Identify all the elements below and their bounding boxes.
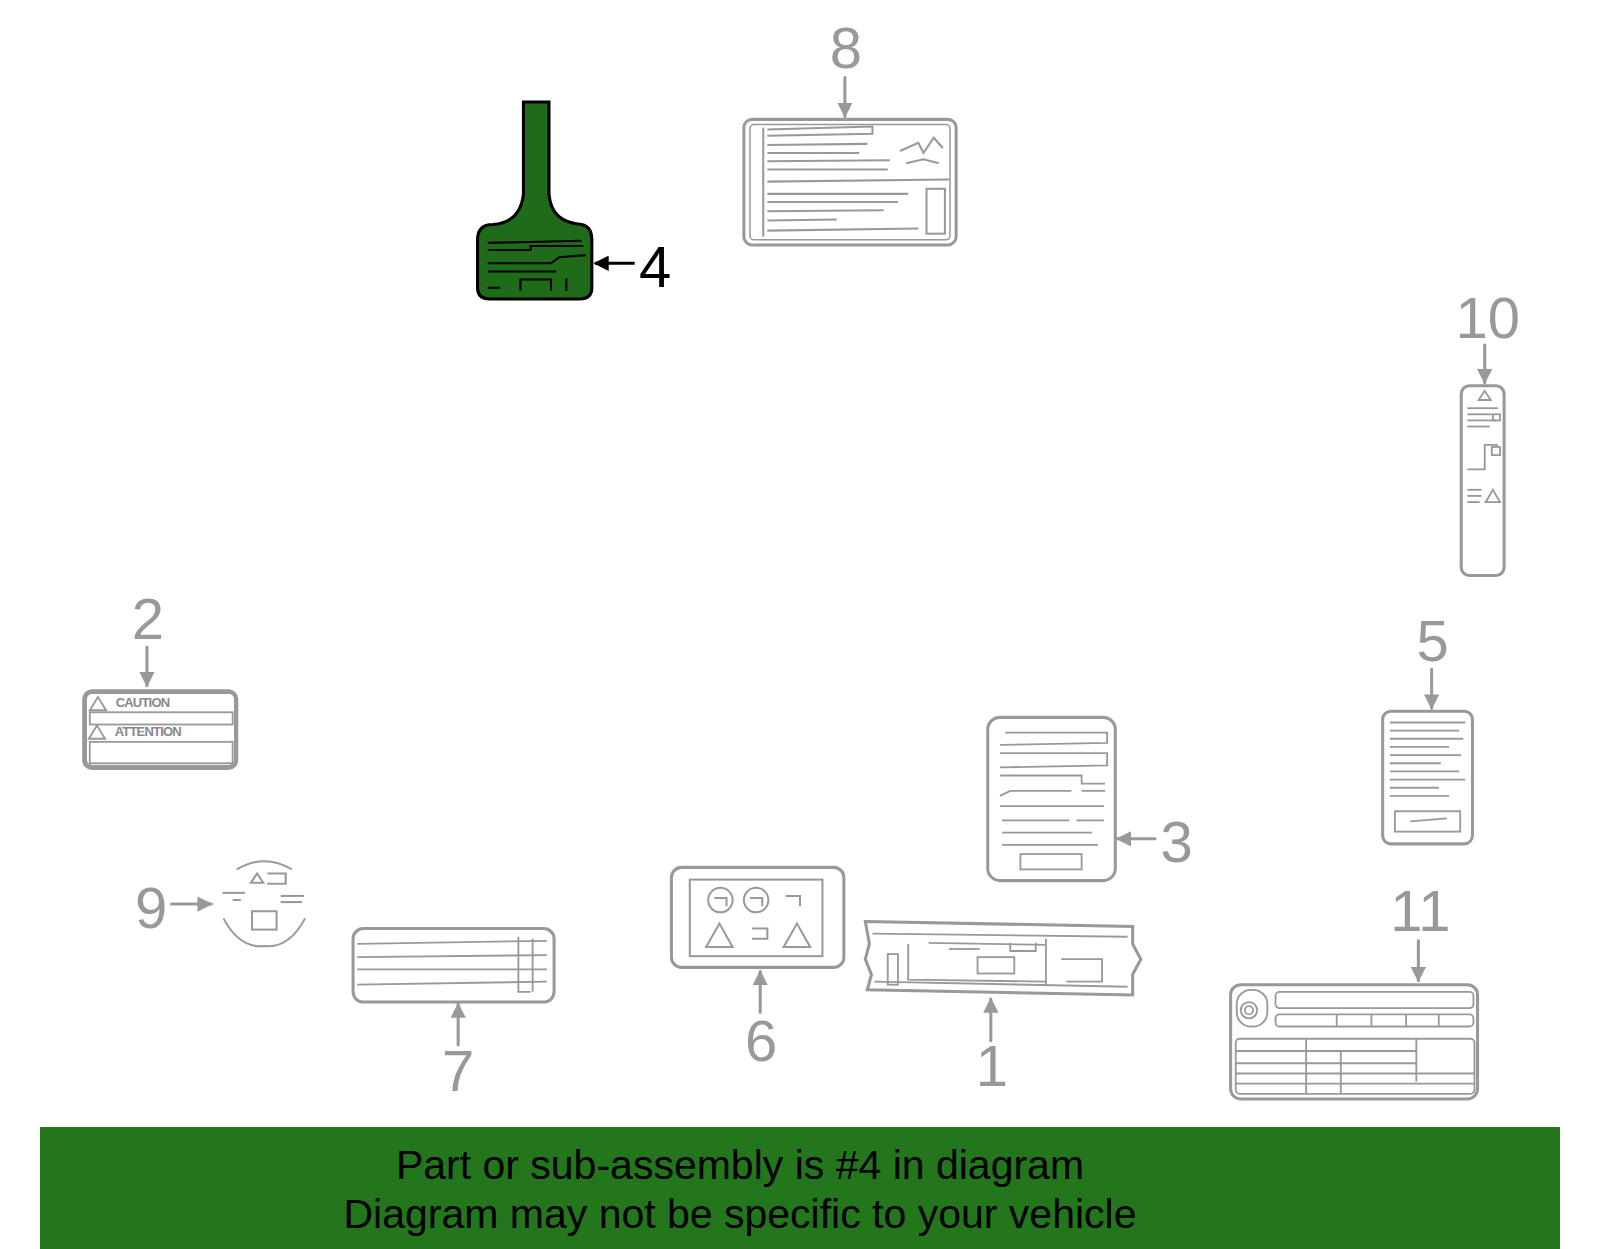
info-banner: Part or sub-assembly is #4 in diagramDia… xyxy=(40,1127,1560,1249)
label-outlines xyxy=(84,119,1504,1099)
banner-line: Diagram may not be specific to your vehi… xyxy=(40,1190,1440,1239)
banner-line: Part or sub-assembly is #4 in diagram xyxy=(40,1141,1440,1190)
callout-number: 9 xyxy=(135,879,167,937)
callout-number: 7 xyxy=(442,1042,474,1100)
leader-line xyxy=(595,262,635,265)
callout-number: 11 xyxy=(1390,882,1450,940)
hang-tag-label xyxy=(478,102,592,299)
caution-sticker: CAUTION ATTENTION xyxy=(84,691,237,769)
callout-number: 5 xyxy=(1417,612,1449,670)
callout-number: 10 xyxy=(1455,289,1520,347)
callout-number: 2 xyxy=(132,590,164,648)
callout-number: 8 xyxy=(830,19,862,77)
leader-lines xyxy=(147,78,1485,1045)
callout-number: 1 xyxy=(976,1037,1008,1095)
callout-number: 4 xyxy=(639,238,671,296)
warning-word: CAUTION xyxy=(116,696,170,709)
callout-number: 6 xyxy=(745,1012,777,1070)
warning-word: ATTENTION xyxy=(115,725,181,738)
callout-number: 3 xyxy=(1160,813,1192,871)
